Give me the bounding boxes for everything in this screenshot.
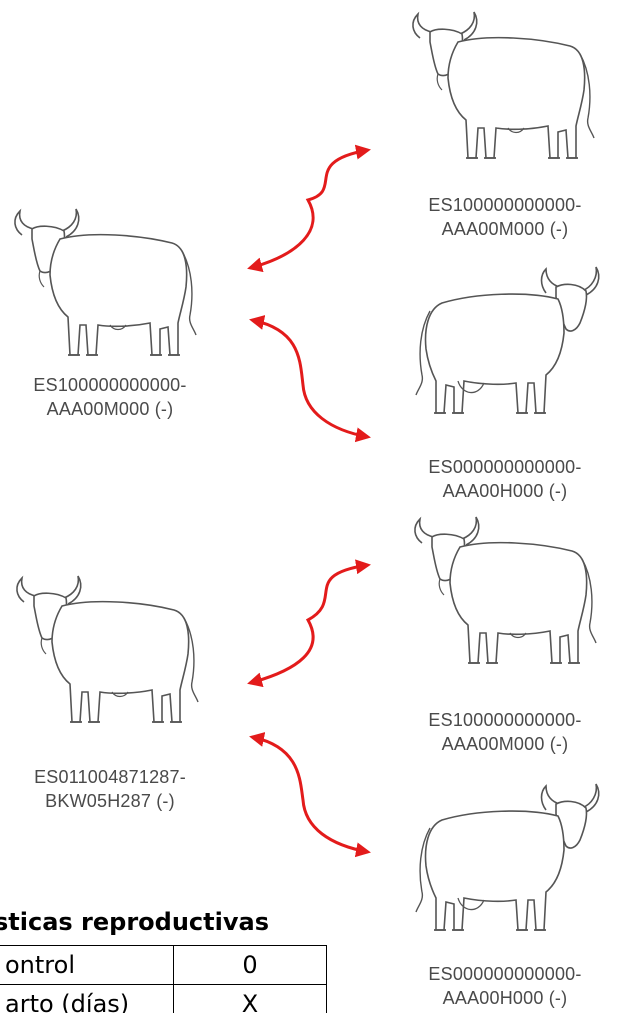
- sire-1-id: ES100000000000- AAA00M000 (-): [428, 195, 582, 239]
- proband-2-id: ES011004871287- BKW05H287 (-): [34, 767, 186, 811]
- arrow-sire-2-to-proband-2: [247, 559, 371, 688]
- arrow-dam-1-to-proband-1: [249, 315, 371, 443]
- arrow-sire-1-to-proband-1: [247, 144, 371, 273]
- bull-icon: [414, 516, 597, 664]
- table-cell-value: 0: [173, 945, 327, 985]
- table-row: ontrol 0: [0, 945, 327, 985]
- table-cell-value: X: [173, 984, 327, 1013]
- cow-icon: [415, 783, 600, 931]
- dam-2-id: ES000000000000- AAA00H000 (-): [428, 964, 582, 1008]
- cow-icon: [16, 575, 199, 723]
- bull-icon: [14, 208, 197, 356]
- section-heading: sticas reproductivas: [0, 908, 269, 936]
- table-row: arto (días) X: [0, 984, 327, 1013]
- table-cell-label: arto (días): [0, 984, 174, 1013]
- reproductive-table: ontrol 0 arto (días) X: [0, 945, 327, 1013]
- cow-icon: [415, 266, 600, 414]
- dam-1-id: ES000000000000- AAA00H000 (-): [428, 457, 582, 501]
- sire-2-id: ES100000000000- AAA00M000 (-): [428, 710, 582, 754]
- proband-1-id: ES100000000000- AAA00M000 (-): [33, 375, 187, 419]
- arrow-dam-2-to-proband-2: [249, 732, 371, 858]
- table-cell-label: ontrol: [0, 945, 174, 985]
- bull-icon: [412, 11, 595, 159]
